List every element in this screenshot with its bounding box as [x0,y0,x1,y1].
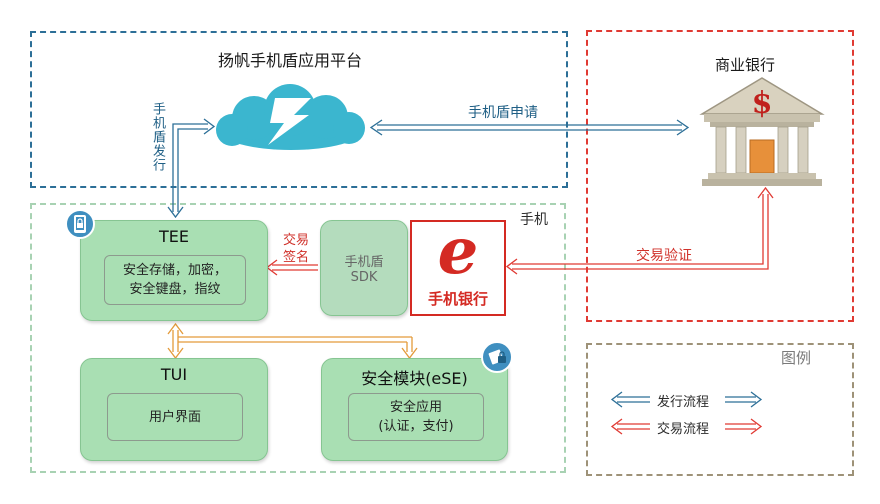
legend-trade-arrow [610,418,763,435]
trade-verify-arrow [505,186,774,275]
legend-trade-label: 交易流程 [657,422,710,437]
tui-inner: 用户界面 [107,393,243,441]
dollar-icon: $ [752,86,773,121]
bank-box [586,30,854,322]
internal-bus [167,322,418,360]
shield-issue-label: 手机盾发行 [150,102,165,172]
tui-card: TUI 用户界面 [80,358,268,461]
legend-title: 图例 [781,349,812,367]
phone-title: 手机 [520,212,548,228]
ese-inner: 安全应用 (认证，支付) [348,393,484,441]
tee-feature-line2: 安全键盘，指纹 [129,282,221,297]
ese-inner-line1: 安全应用 [389,400,442,415]
tee-card: TEE 安全存储，加密， 安全键盘，指纹 [80,220,268,321]
bank-building-icon: $ [699,77,825,186]
tee-feature-line1: 安全存储，加密， [122,263,227,278]
shield-apply-arrow [369,119,690,136]
shield-apply-label: 手机盾申请 [468,105,538,121]
ese-inner-line2: (认证，支付) [378,419,454,434]
legend-box [586,343,854,476]
cloud-lightning-icon [216,84,365,150]
ese-card: 安全模块(eSE) 安全应用 (认证，支付) [321,358,508,461]
tui-title: TUI [160,365,188,384]
trade-sign-label-1: 交易 [283,233,310,248]
mobile-bank-label: 手机银行 [427,290,488,308]
legend-issue-label: 发行流程 [657,395,710,410]
sdk-card[interactable]: 手机盾 SDK [320,220,408,316]
ese-title: 安全模块(eSE) [361,369,468,388]
legend-issue-arrow [610,391,763,408]
tee-features: 安全存储，加密， 安全键盘，指纹 [104,255,246,305]
tee-title: TEE [159,227,189,246]
sdk-label-line2: SDK [350,270,378,285]
trade-sign-label-2: 签名 [283,250,310,265]
shield-issue-arrow [167,118,216,219]
phone-lock-icon [65,209,95,239]
phone-box [30,203,566,473]
mobile-bank-app[interactable]: e 手机银行 [410,214,506,316]
platform-title: 扬帆手机盾应用平台 [218,51,363,70]
chip-lock-icon [481,341,513,373]
trade-verify-label: 交易验证 [636,248,692,264]
sdk-label-line1: 手机盾 [344,255,384,270]
mobile-bank-e-icon: e [437,214,479,289]
bank-title: 商业银行 [715,56,776,74]
platform-box [30,31,568,188]
